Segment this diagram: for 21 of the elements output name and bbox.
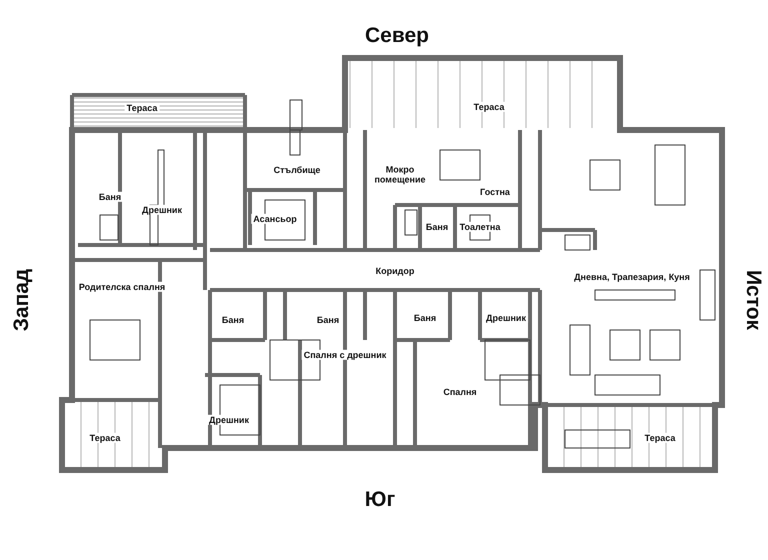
room-label: Дрешник	[207, 414, 251, 426]
room-label: Тоалетна	[458, 222, 502, 232]
room-label: Тераса	[642, 432, 678, 444]
room-label: Дрешник	[484, 312, 528, 324]
room-label: Тераса	[88, 432, 122, 444]
room-label: Асансьор	[251, 214, 299, 224]
room-label: Спалня	[441, 386, 479, 398]
room-label: Тераса	[124, 102, 160, 114]
room-label: Родителска спалня	[76, 282, 168, 292]
room-label: Дневна, Трапезария, Куня	[572, 272, 692, 282]
room-label: Стълбище	[272, 164, 322, 176]
room-label: Спалня с дрешник	[302, 350, 388, 360]
room-label: Баня	[314, 314, 342, 326]
room-label: Баня	[412, 312, 438, 324]
room-label: Гостна	[478, 186, 512, 198]
room-label: Баня	[220, 314, 246, 326]
room-label: Тераса	[472, 102, 506, 112]
room-label: Коридор	[374, 266, 416, 276]
room-label: Дрешник	[140, 204, 184, 216]
room-label: Баня	[424, 222, 450, 232]
room-label: Баня	[96, 192, 124, 202]
